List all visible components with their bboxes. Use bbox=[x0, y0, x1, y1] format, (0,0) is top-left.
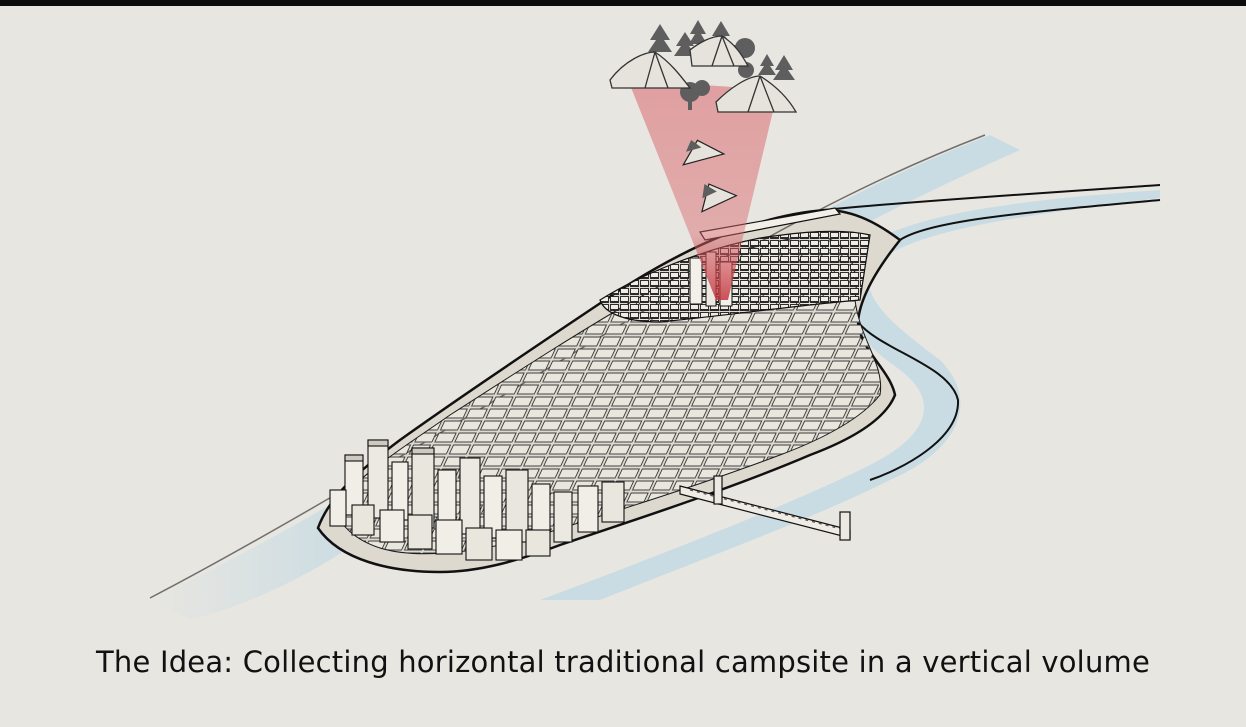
island-illustration bbox=[149, 20, 1161, 620]
tent-icon bbox=[609, 35, 798, 113]
diagram-caption: The Idea: Collecting horizontal traditio… bbox=[95, 645, 1151, 679]
midtown-cluster bbox=[599, 230, 871, 323]
vertical-volume-beam bbox=[628, 80, 778, 300]
tent-icon bbox=[682, 139, 726, 166]
tent-icon bbox=[701, 183, 738, 213]
top-border bbox=[0, 0, 1246, 6]
downtown-towers bbox=[329, 439, 625, 561]
bridge-icon bbox=[679, 475, 851, 541]
campsite-cluster bbox=[609, 20, 798, 113]
